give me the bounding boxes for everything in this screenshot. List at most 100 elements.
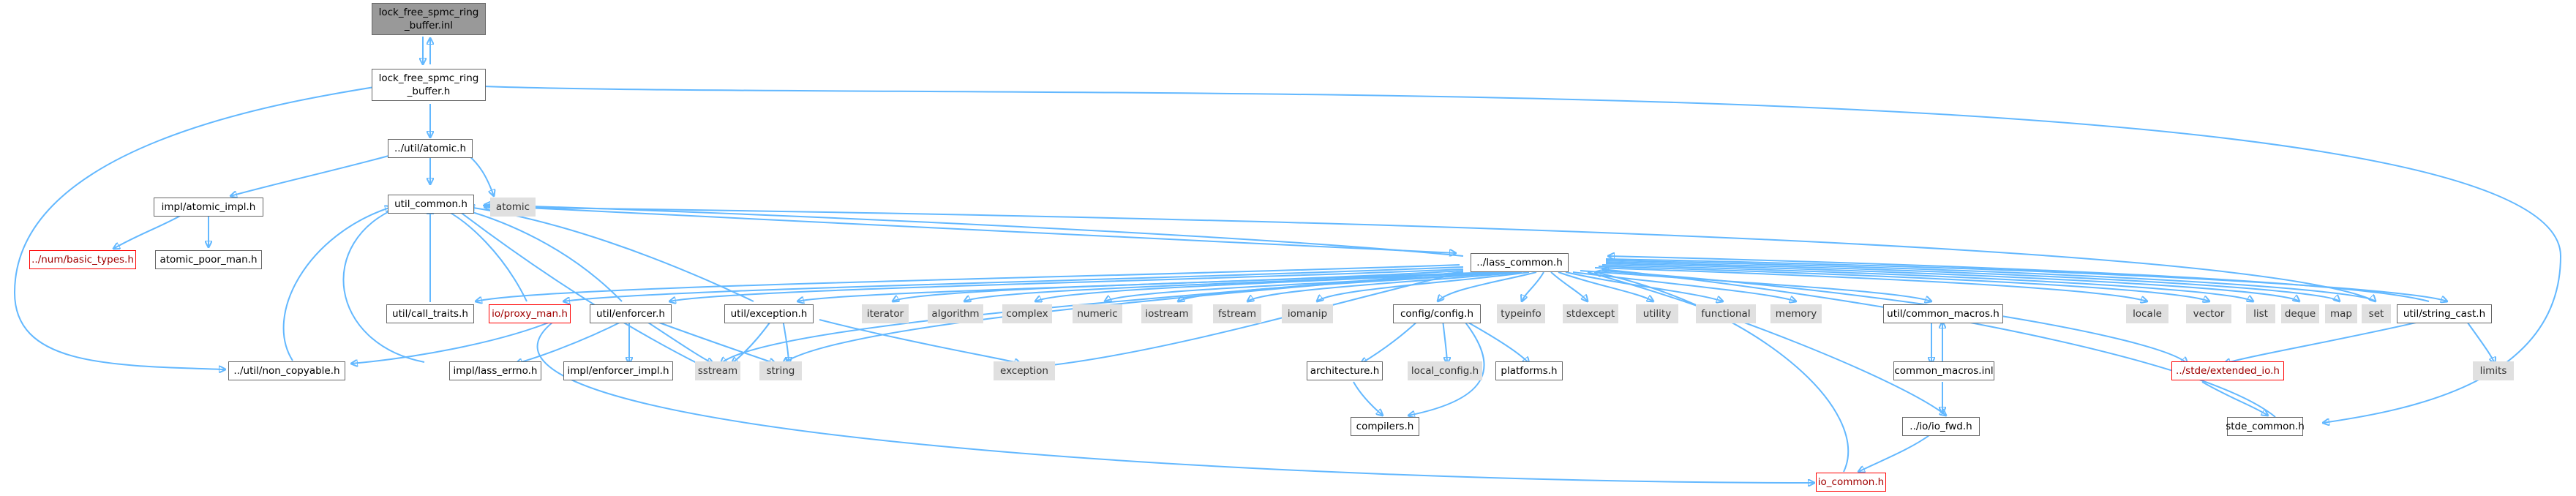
edge-lasscommon-to-typeinfo [1522,271,1544,301]
node-impl-enforcer-impl-h[interactable]: impl/enforcer_impl.h [563,361,673,380]
edge-lasscommon-to-vector [1598,266,2209,301]
edge-lasscommon-to-deque [1605,263,2299,301]
node-numeric[interactable]: numeric [1073,304,1122,323]
node-typeinfo[interactable]: typeinfo [1497,304,1545,323]
node-util-exception-h[interactable]: util/exception.h [724,304,814,323]
edge-noncopyable-to-utilcommon [282,207,391,361]
node-memory[interactable]: memory [1770,304,1822,323]
edge-stringcast-to-lasscommon [1608,256,2430,302]
edge-architecture-to-compilers [1353,381,1383,416]
edge-config-to-localconfig [1442,319,1447,364]
edge-h-to-noncopyable [13,86,380,369]
edge-set-to-utilcommon [484,207,2376,302]
edge-exception-to-sstream [732,319,773,364]
node-locale[interactable]: locale [2126,304,2168,323]
node-utility[interactable]: utility [1636,304,1678,323]
node-io-proxy-man-h[interactable]: io/proxy_man.h [489,304,571,323]
edge-lasscommon-to-iomanip [1317,271,1530,301]
node-complex[interactable]: complex [1002,304,1052,323]
node-util-non-copyable-h[interactable]: ../util/non_copyable.h [228,361,345,380]
edge-proxyman-to-utilcommon [439,207,527,302]
node-deque[interactable]: deque [2281,304,2319,323]
edge-lasscommon-to-fstream [1247,271,1522,301]
edge-lasscommon-to-string [783,271,1464,364]
node-util-string-cast-h[interactable]: util/string_cast.h [2397,304,2492,323]
node-io-io-fwd-h[interactable]: ../io/io_fwd.h [1902,417,1980,436]
node-architecture-h[interactable]: architecture.h [1307,361,1383,380]
edge-utilcommon-to-lasscommon [482,205,1456,253]
edge-lasscommon-to-memory [1572,271,1796,301]
node-iomanip[interactable]: iomanip [1282,304,1333,323]
edge-impl-to-basictypes [113,214,184,249]
edge-stringcast-to-limits [2465,319,2495,364]
node-local-config-h[interactable]: local_config.h [1408,361,1482,380]
edge-extendedio-to-stdecommon [2201,381,2268,416]
node-string[interactable]: string [759,361,802,380]
edge-stringcast-to-extendedio [2224,319,2430,364]
edge-proxyman-to-iocommon [536,319,1814,483]
node-iostream[interactable]: iostream [1141,304,1193,323]
edge-lasscommon-to-iterator [893,271,1493,301]
node-util-common-h[interactable]: util_common.h [388,195,474,214]
edge-exception-to-string [782,319,789,364]
node-exception[interactable]: exception [994,361,1055,380]
edge-iofwd-to-iocommon [1858,433,1932,472]
node-impl-lass-errno-h[interactable]: impl/lass_errno.h [449,361,541,380]
edge-lasscommon-to-set [1605,260,2376,301]
edge-lasscommon-to-enforcer [669,268,1464,301]
node-util-enforcer-h[interactable]: util/enforcer.h [590,304,672,323]
node-lass-common-h[interactable]: ../lass_common.h [1471,253,1569,272]
edge-lasscommon-to-exception2 [1046,271,1464,366]
edge-atomic-to-atomicstd [467,154,494,196]
edge-stdecommon-to-lasscommon [1602,269,2276,418]
node-util-common-macros-h[interactable]: util/common_macros.h [1883,304,2003,323]
edge-lass-errno-to-utilcommon [342,207,425,363]
edge-exception-to-exception2 [819,319,1021,364]
node-vector[interactable]: vector [2186,304,2231,323]
node-impl-atomic-impl-h[interactable]: impl/atomic_impl.h [154,198,263,217]
edge-proxyman-to-noncopyable [351,319,557,364]
node-util-atomic-h[interactable]: ../util/atomic.h [388,139,473,158]
node-num-basic-types-h[interactable]: ../num/basic_types.h [29,250,136,269]
edge-enforcer-to-sstream [643,319,713,364]
node-fstream[interactable]: fstream [1213,304,1261,323]
edge-lasscommon-to-utility [1558,271,1653,301]
node-common-macros-inl[interactable]: common_macros.inl [1893,361,1994,380]
node-lock-free-spmc-ring-buffer-inl[interactable]: lock_free_spmc_ring _buffer.inl [372,3,486,35]
node-iterator[interactable]: iterator [862,304,909,323]
edge-enforcer-to-lasserrno [516,319,626,364]
node-list[interactable]: list [2246,304,2275,323]
node-io-common-h[interactable]: io_common.h [1816,473,1886,492]
edge-enforcer-to-string [650,319,776,364]
edge-config-to-platforms [1462,319,1529,364]
node-stde-common-h[interactable]: stde_common.h [2226,417,2305,436]
edge-lasscommon-to-iofwd [1587,271,1946,416]
edge-lasscommon-to-commonmacros [1580,270,1931,301]
node-util-call-traits-h[interactable]: util/call_traits.h [386,304,474,323]
node-atomic[interactable]: atomic [490,198,536,217]
node-functional[interactable]: functional [1696,304,1756,323]
node-stde-extended-io-h[interactable]: ../stde/extended_io.h [2171,361,2284,380]
edge-lasscommon-to-config [1438,271,1537,301]
node-atomic-poor-man-h[interactable]: atomic_poor_man.h [155,250,262,269]
node-config-config-h[interactable]: config/config.h [1393,304,1481,323]
node-map[interactable]: map [2325,304,2357,323]
node-algorithm[interactable]: algorithm [928,304,983,323]
edge-lasscommon-to-map [1605,261,2340,301]
edge-lasscommon-to-list [1601,264,2253,301]
edge-config-to-architecture [1361,319,1420,364]
edge-lasscommon-to-proxyman [563,266,1464,301]
node-lock-free-spmc-ring-buffer-h[interactable]: lock_free_spmc_ring _buffer.h [372,69,486,101]
node-platforms-h[interactable]: platforms.h [1495,361,1563,380]
edge-lasscommon-to-functional [1565,271,1723,301]
edge-lasscommon-to-locale [1594,267,2147,301]
node-compilers-h[interactable]: compilers.h [1351,417,1419,436]
edge-lasscommon-to-calltraits [476,264,1460,301]
node-sstream[interactable]: sstream [695,361,740,380]
edge-iocommon-to-lasscommon [1595,272,1849,473]
node-limits[interactable]: limits [2473,361,2514,380]
node-stdexcept[interactable]: stdexcept [1563,304,1618,323]
node-set[interactable]: set [2362,304,2391,323]
